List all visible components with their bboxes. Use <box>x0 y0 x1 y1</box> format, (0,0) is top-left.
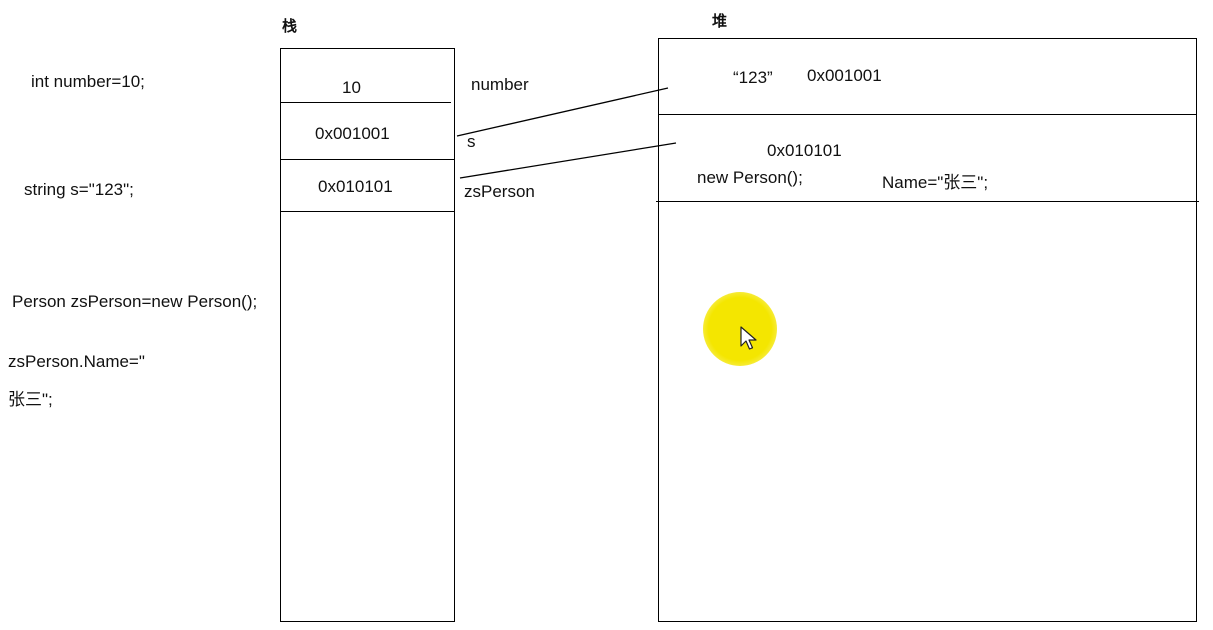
heap-person-name-field: Name="张三"; <box>882 173 989 192</box>
heap-divider <box>656 201 1199 202</box>
code-line-set-name-cont: 张三"; <box>8 390 53 409</box>
heap-person-constructor: new Person(); <box>697 168 803 187</box>
stack-var-zsperson: zsPerson <box>464 182 535 201</box>
heap-divider <box>658 114 1197 115</box>
code-line-string-s: string s="123"; <box>24 180 134 199</box>
stack-cell-number-value: 10 <box>342 78 361 97</box>
heap-title: 堆 <box>712 13 728 30</box>
reference-line-zsperson <box>459 142 677 179</box>
code-line-set-name: zsPerson.Name=" <box>8 352 145 371</box>
reference-line-s <box>456 87 669 137</box>
stack-divider <box>280 102 451 103</box>
code-line-int-number: int number=10; <box>31 72 145 91</box>
stack-divider <box>280 159 455 160</box>
stack-divider <box>280 211 455 212</box>
code-line-new-person: Person zsPerson=new Person(); <box>12 292 258 311</box>
stack-cell-zsperson-address: 0x010101 <box>318 177 393 196</box>
stack-var-s: s <box>467 132 476 151</box>
heap-person-address: 0x010101 <box>767 141 842 160</box>
heap-box <box>658 38 1197 622</box>
heap-string-value: “123” <box>733 68 773 87</box>
cursor-highlight <box>703 292 777 366</box>
stack-cell-s-address: 0x001001 <box>315 124 390 143</box>
stack-var-number: number <box>471 75 529 94</box>
mouse-pointer-icon <box>740 326 757 350</box>
stack-box <box>280 48 455 622</box>
heap-string-address: 0x001001 <box>807 66 882 85</box>
stack-title: 栈 <box>282 18 298 35</box>
